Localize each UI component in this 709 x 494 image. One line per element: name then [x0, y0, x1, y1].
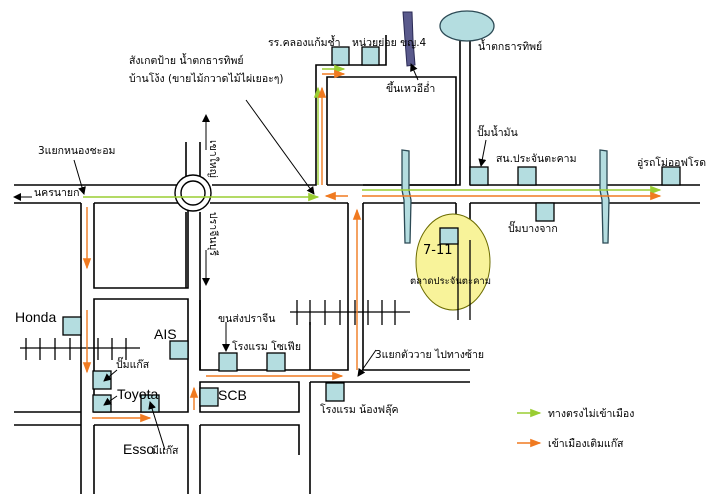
- label-waterfall: น้ำตกธารทิพย์: [478, 39, 542, 53]
- route-direct: [83, 64, 662, 202]
- road-y-south: [309, 381, 470, 494]
- label-toyota: Toyota: [117, 386, 158, 402]
- label-nong-flook: โรงแรม น้องฟลุ๊ค: [320, 403, 399, 416]
- label-bang-chak: ปั๊มบางจาก: [508, 220, 558, 235]
- label-police: สน.ประจันตะคาม: [496, 153, 577, 165]
- block-south-mid: [199, 424, 300, 494]
- label-sophia: โรงแรม โซเฟีย: [232, 340, 301, 353]
- pointer-uphill: [410, 63, 419, 81]
- bldg-sub-unit: [361, 46, 380, 66]
- label-khao-yai: เขาใหญ่: [207, 140, 220, 178]
- bldg-toyota: [92, 394, 112, 413]
- label-prachin: ปราจีนบุรี: [207, 212, 220, 256]
- pointer-y-junction: [357, 349, 377, 377]
- label-school: รร.คลองแก้มช้ำ: [268, 35, 341, 49]
- label-ais: AIS: [154, 326, 177, 342]
- bldg-lpg: [92, 370, 112, 390]
- pointer-lpg: [103, 369, 118, 382]
- label-7-11: 7-11: [423, 243, 453, 258]
- buildings: [62, 46, 681, 413]
- pointer-gas: [478, 139, 487, 167]
- bldg-gas-station: [469, 166, 489, 186]
- bldg-scb: [199, 387, 219, 407]
- road-city-south-w: [14, 411, 81, 426]
- pointer-nong-chaom: [73, 159, 86, 195]
- legend: ทางตรงไม่เข้าเมือง เข้าเมืองเติมแก๊ส: [517, 407, 634, 450]
- legend-label-city: เข้าเมืองเติมแก๊ส: [548, 437, 624, 450]
- market-zone: [415, 213, 491, 311]
- bldg-transport: [218, 352, 238, 372]
- label-honda: Honda: [15, 309, 56, 325]
- bldg-nong-flook: [325, 382, 345, 402]
- road-nong-chaom-east: [93, 203, 189, 289]
- label-y-junction: 3แยกตัววาย ไปทางซ้าย: [375, 348, 484, 361]
- label-nakhon-nayok: นครนายก: [34, 187, 79, 199]
- bldg-7-11: [439, 227, 459, 245]
- road-y-west: [299, 203, 349, 371]
- waterfall-pond: [439, 10, 495, 42]
- label-lpg: ปั๊มแก๊ส: [116, 356, 150, 371]
- bldg-police: [517, 166, 537, 186]
- label-uphill: ขึ้นเหวอีอ่ำ: [386, 81, 435, 95]
- bldg-sophia: [266, 352, 286, 372]
- roundabout-inner: [180, 180, 206, 206]
- bldg-school: [331, 46, 350, 66]
- block-esso: [93, 424, 189, 494]
- label-sign-note-2: บ้านโง้ง (ขายไม้กวาดไม้ไผ่เยอะๆ): [129, 72, 284, 85]
- pointer-toyota: [103, 395, 118, 406]
- label-nong-chaom: 3แยกหนองชะอม: [38, 145, 115, 157]
- label-garage: อู่รถโม่ออฟโรด: [637, 156, 706, 169]
- label-esso-suffix: มีแก๊ส: [152, 444, 179, 457]
- bldg-garage: [661, 166, 681, 186]
- highway-north-edge: [14, 35, 387, 186]
- label-transport: ขนส่งปราจีน: [218, 312, 275, 325]
- label-sub-unit: หน่วยย่อย ขญ.4: [352, 37, 427, 49]
- railway: [20, 300, 410, 360]
- label-market: ตลาดประจันตะคาม: [410, 276, 491, 287]
- bldg-honda: [62, 316, 82, 336]
- label-scb: SCB: [218, 387, 247, 403]
- route-city: [82, 69, 662, 423]
- pointer-esso: [148, 401, 166, 451]
- bldg-bang-chak: [535, 202, 555, 222]
- labels: สังเกตป้าย น้ำตกธารทิพย์ บ้านโง้ง (ขายไม…: [15, 35, 706, 457]
- inner-loop: [326, 76, 457, 186]
- pointers: [13, 63, 487, 451]
- label-gas-station: ปั๊มน้ำมัน: [477, 124, 518, 139]
- bldg-ais: [169, 340, 189, 360]
- pointer-sign: [245, 99, 315, 195]
- label-sign-note-1: สังเกตป้าย น้ำตกธารทิพย์: [129, 53, 244, 67]
- legend-label-direct: ทางตรงไม่เข้าเมือง: [548, 407, 634, 420]
- label-esso: Esso: [123, 441, 154, 457]
